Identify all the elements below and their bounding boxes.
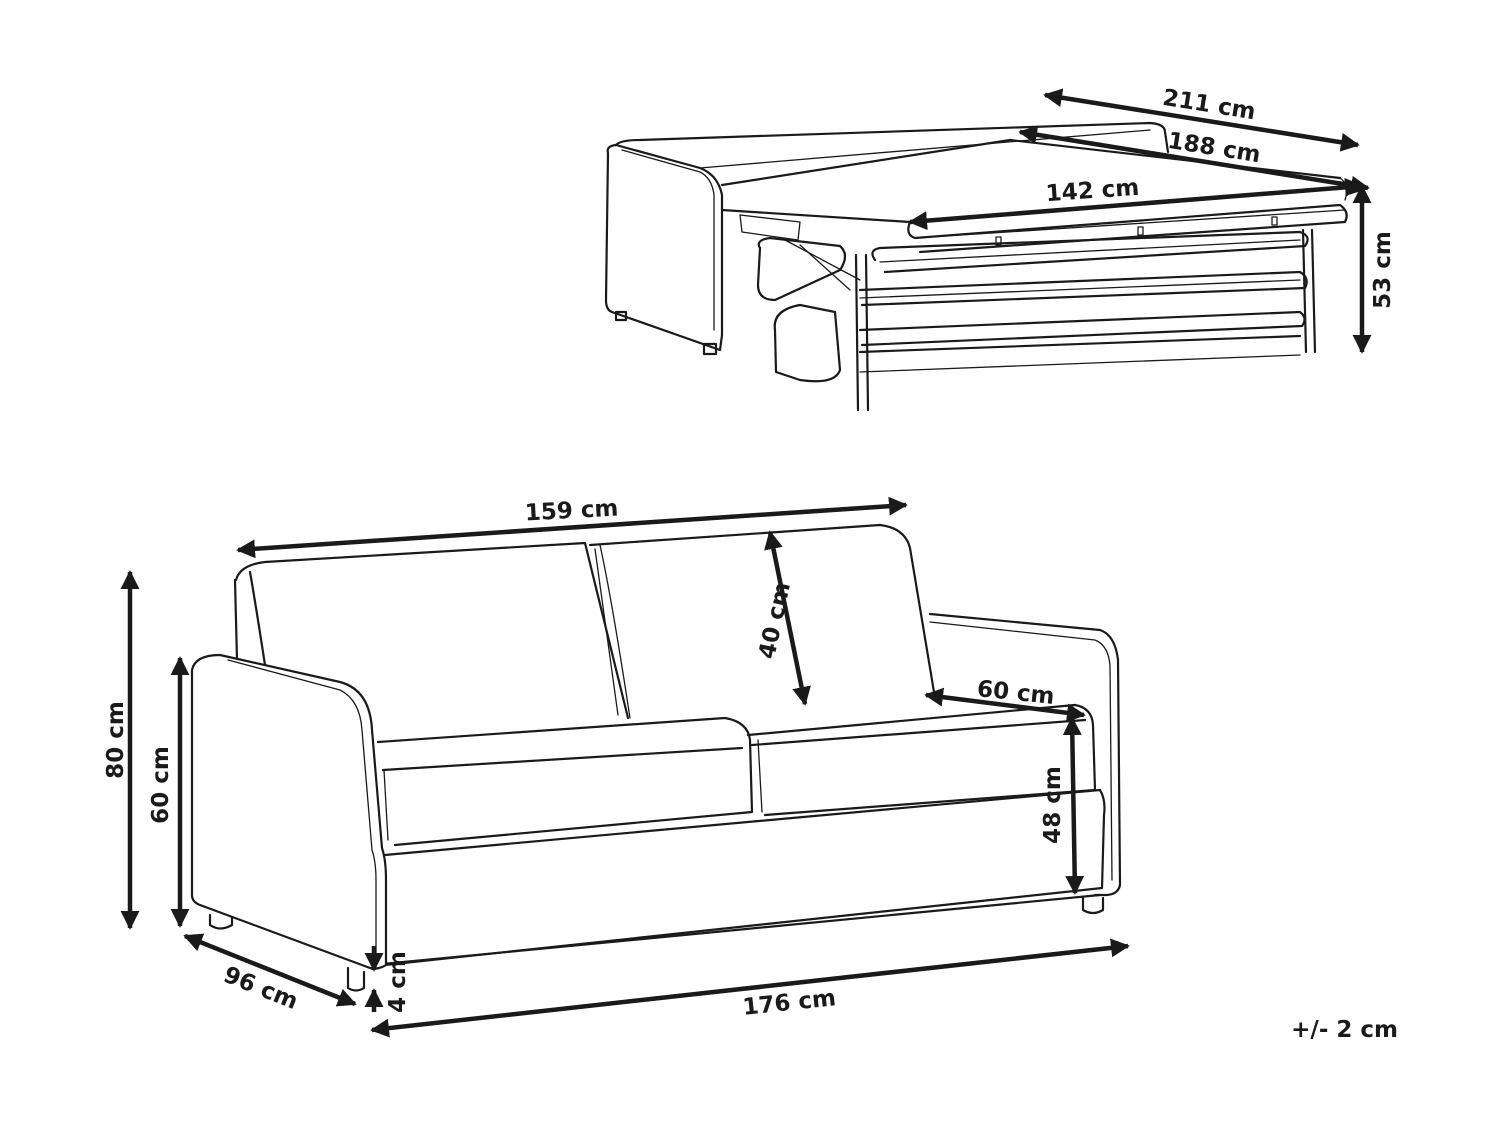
label-4cm: 4 cm <box>385 951 411 1013</box>
label-48cm: 48 cm <box>1040 766 1066 844</box>
dim-line-60-depth <box>924 687 1086 723</box>
dim-line-159 <box>236 496 908 559</box>
label-53cm: 53 cm <box>1370 231 1396 309</box>
dim-line-48 <box>1062 716 1085 895</box>
sofa-drawing <box>190 523 1122 992</box>
dim-line-40 <box>764 530 811 706</box>
dimension-lines <box>120 88 1372 1038</box>
dim-line-96 <box>183 933 357 1007</box>
label-176cm: 176 cm <box>741 985 837 1021</box>
label-142cm: 142 cm <box>1045 175 1140 207</box>
label-60cm-arm: 60 cm <box>148 746 174 824</box>
dim-line-142 <box>908 177 1364 231</box>
label-80cm: 80 cm <box>103 701 129 779</box>
label-159cm: 159 cm <box>524 496 619 527</box>
label-96cm: 96 cm <box>220 962 302 1015</box>
sofa-bed-drawing <box>604 121 1348 412</box>
dim-line-176 <box>370 938 1130 1038</box>
tolerance-note: +/- 2 cm <box>1291 1017 1398 1043</box>
